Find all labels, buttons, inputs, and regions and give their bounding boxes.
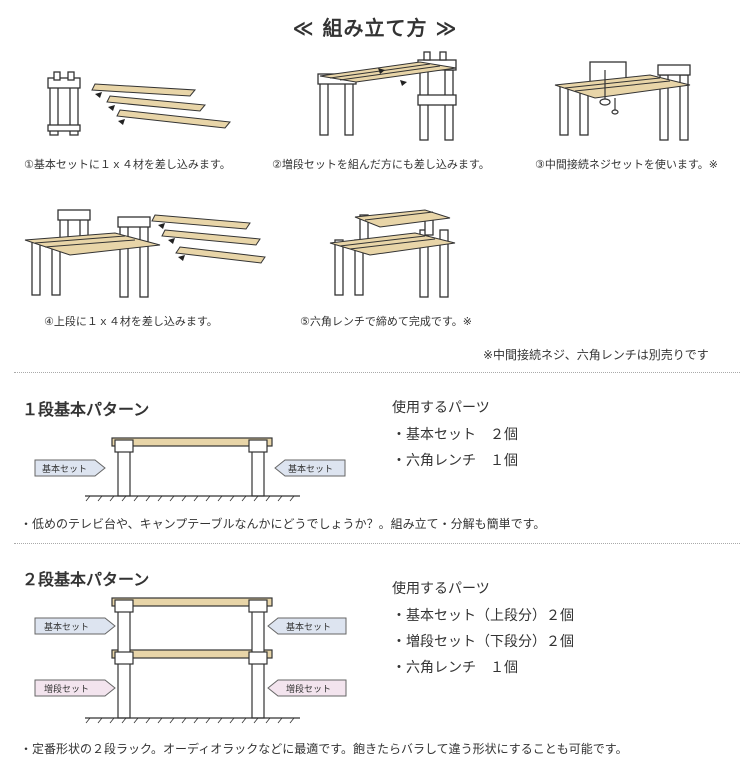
separate-sale-note: ※中間接続ネジ、六角レンチは別売りです	[483, 348, 709, 362]
pattern2-parts-heading: 使用するパーツ	[392, 581, 490, 597]
pattern1-part-item: ・基本セット ２個	[392, 427, 518, 443]
divider	[14, 372, 740, 373]
step3-illustration	[554, 61, 691, 141]
page-title: ≪ 組み立て方 ≫	[292, 16, 458, 40]
step3-caption: ③中間接続ネジセットを使います。※	[535, 158, 718, 171]
pattern2-part-item: ・基本セット（上段分）２個	[392, 608, 574, 624]
step5-caption: ⑤六角レンチで締めて完成です。※	[300, 315, 472, 328]
tag-extension-bottom-left: 増段セット	[34, 679, 116, 697]
pattern1-description: ・低めのテレビ台や、キャンプテーブルなんかにどうでしょうか？。組み立て・分解も簡…	[20, 517, 546, 531]
pattern2-part-item: ・六角レンチ １個	[392, 660, 518, 676]
tag-basic-top-right: 基本セット	[267, 617, 347, 635]
tag-basic-left-label: 基本セット	[42, 463, 87, 475]
pattern2-title: ２段基本パターン	[22, 570, 150, 589]
tag-basic-left: 基本セット	[34, 459, 106, 477]
pattern2-diagram: 基本セット 基本セット 増段セット 増段セット	[34, 597, 347, 724]
pattern1-title: １段基本パターン	[22, 400, 150, 419]
tag-basic-top-left-label: 基本セット	[44, 621, 89, 633]
step1-caption: ①基本セットに１ｘ４材を差し込みます。	[24, 158, 231, 171]
pattern1-parts-heading: 使用するパーツ	[392, 400, 490, 416]
step2-illustration	[317, 51, 457, 141]
step4-illustration	[24, 209, 266, 298]
tag-extension-bottom-right: 増段セット	[267, 679, 347, 697]
tag-extension-bottom-left-label: 増段セット	[44, 683, 89, 695]
pattern1-diagram: 基本セット 基本セット	[34, 437, 346, 502]
tag-basic-top-right-label: 基本セット	[286, 621, 331, 633]
step4-caption: ④上段に１ｘ４材を差し込みます。	[44, 315, 218, 328]
pattern2-description: ・定番形状の２段ラック。オーディオラックなどに最適です。飽きたらバラして違う形状…	[20, 742, 628, 756]
tag-basic-right: 基本セット	[274, 459, 346, 477]
step2-caption: ②増段セットを組んだ方にも差し込みます。	[272, 158, 490, 171]
tag-basic-top-left: 基本セット	[34, 617, 116, 635]
tag-extension-bottom-right-label: 増段セット	[286, 683, 331, 695]
pattern2-part-item: ・増段セット（下段分）２個	[392, 634, 574, 650]
tag-basic-right-label: 基本セット	[288, 463, 333, 475]
divider	[14, 543, 740, 544]
step1-illustration	[47, 71, 231, 136]
step5-illustration	[329, 209, 456, 298]
pattern1-part-item: ・六角レンチ １個	[392, 453, 518, 469]
